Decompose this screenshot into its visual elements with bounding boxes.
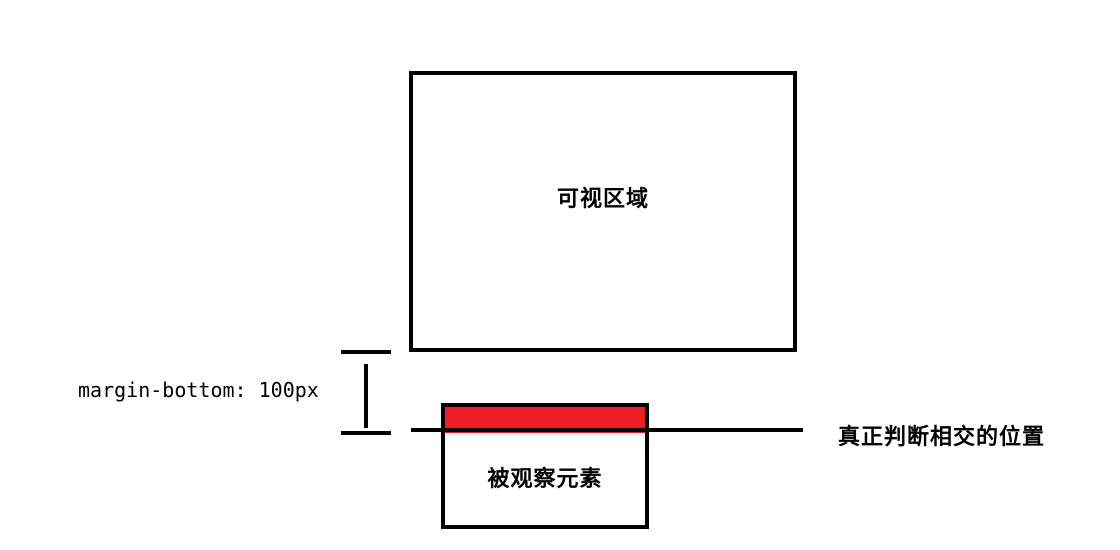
intersection-position-label: 真正判断相交的位置 xyxy=(838,424,1046,450)
viewport-label: 可视区域 xyxy=(556,186,649,212)
observed-element-label: 被观察元素 xyxy=(487,466,603,492)
margin-bottom-label: margin-bottom: 100px xyxy=(78,378,319,402)
observed-element-box: 被观察元素 xyxy=(441,403,649,529)
viewport-box: 可视区域 xyxy=(409,71,797,352)
intersection-line xyxy=(411,428,803,432)
margin-bottom-tick xyxy=(341,431,391,435)
margin-top-tick xyxy=(341,350,391,354)
margin-span-line xyxy=(364,364,368,428)
